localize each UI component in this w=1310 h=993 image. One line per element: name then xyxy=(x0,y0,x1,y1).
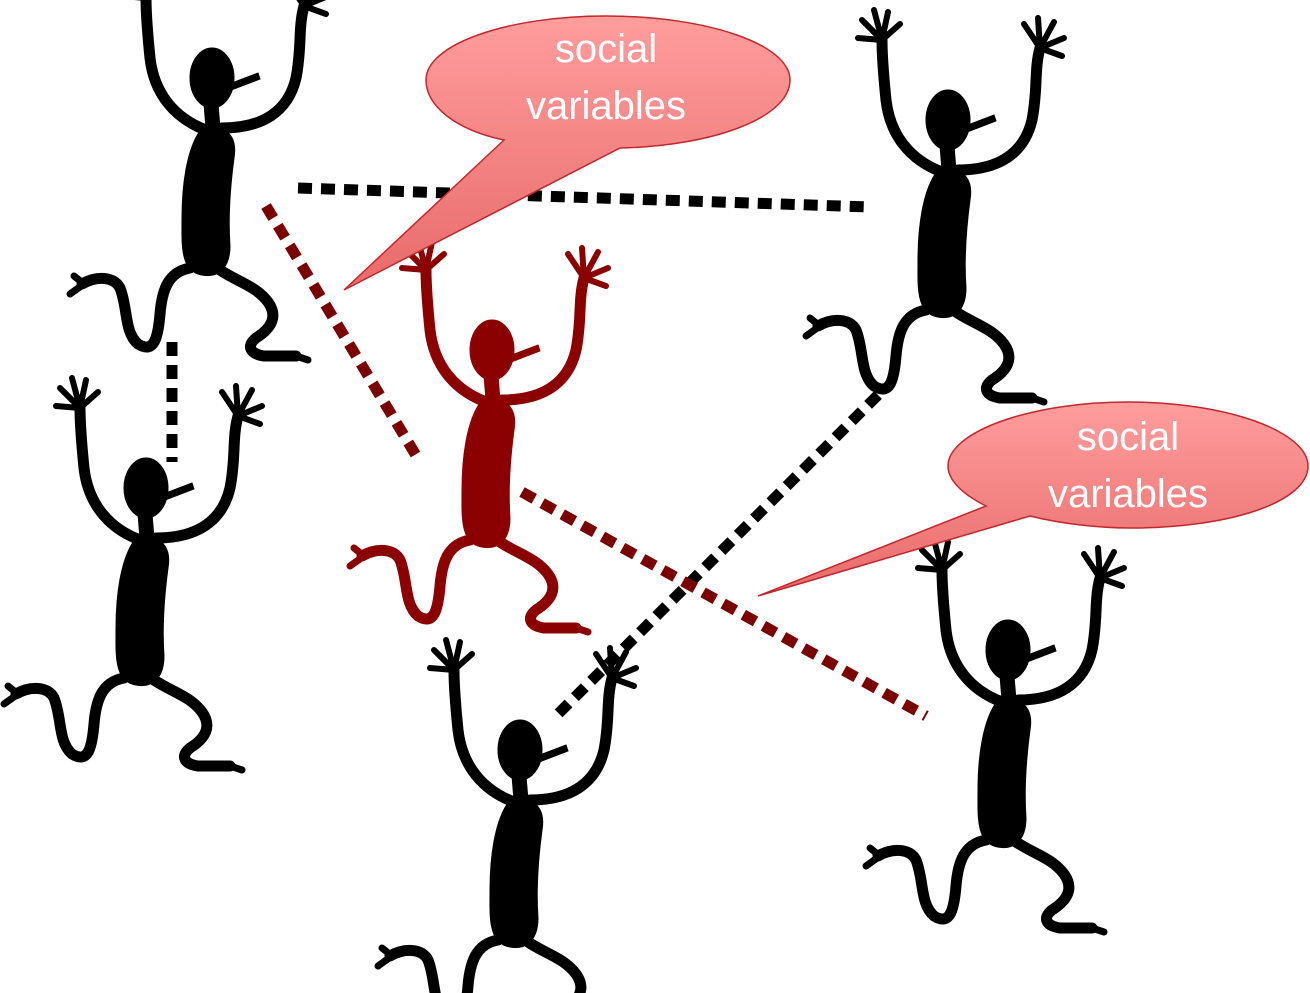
relationship-links xyxy=(166,182,929,721)
person-bottom-center xyxy=(378,640,636,993)
callout-line1: social xyxy=(1077,415,1179,459)
callout-right: social variables xyxy=(757,401,1309,597)
person-center-highlighted xyxy=(350,240,608,632)
link-top-left-to-center[interactable] xyxy=(261,203,425,465)
callout-bubble-shape xyxy=(757,401,1309,597)
callout-line2: variables xyxy=(1048,472,1208,516)
link-center-to-bottom-right[interactable] xyxy=(519,487,929,721)
link-top-left-to-top-right xyxy=(297,182,871,213)
person-top-right xyxy=(806,10,1064,402)
callout-line2: variables xyxy=(526,84,686,128)
person-top-left xyxy=(70,0,328,360)
callout-line1: social xyxy=(555,27,657,71)
person-middle-left xyxy=(4,378,262,770)
callout-top: social variables xyxy=(343,15,791,291)
person-bottom-right xyxy=(866,540,1124,932)
callout-bubble-shape xyxy=(343,15,791,291)
